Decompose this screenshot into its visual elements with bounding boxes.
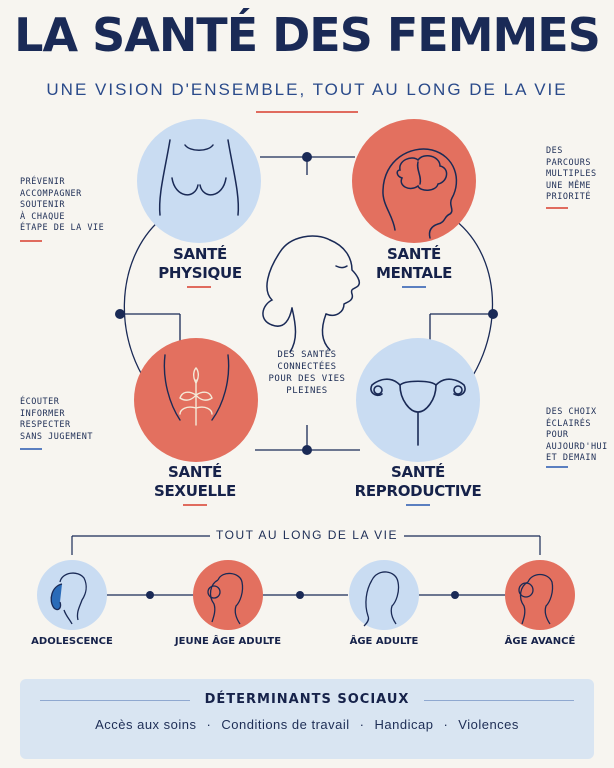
- woman-profile-icon: [262, 235, 361, 353]
- side-note-top-right-rule: [546, 207, 568, 209]
- older-woman-icon: [518, 573, 554, 625]
- adolescent-circle: [37, 560, 107, 630]
- reproductive-health-label-line1: SANTÉ: [391, 463, 445, 481]
- physical-health-circle: [137, 119, 261, 243]
- physical-health-label-line2: PHYSIQUE: [158, 264, 242, 282]
- determinants-rule-right: [424, 700, 574, 701]
- reproductive-health-underline: [406, 504, 430, 506]
- determinant-separator: ·: [359, 717, 365, 732]
- title-divider: [256, 111, 358, 113]
- uterus-icon: [370, 378, 466, 446]
- mental-health-circle: [352, 119, 476, 243]
- stage-label-older-adult: ÂGE AVANCÉ: [504, 636, 576, 647]
- reproductive-health-label: SANTÉ REPRODUCTIVE: [348, 463, 488, 501]
- node-right: [488, 309, 498, 319]
- older-adult-circle: [505, 560, 575, 630]
- head-brain-icon: [382, 148, 458, 239]
- side-note-bottom-right: DES CHOIX ÉCLAIRÉS POUR AUJOURD'HUI ET D…: [546, 407, 608, 463]
- determinant-separator: ·: [443, 717, 449, 732]
- determinant-item: Violences: [458, 717, 519, 732]
- determinant-item: Handicap: [374, 717, 434, 732]
- mental-health-underline: [402, 286, 426, 288]
- physical-health-label-line1: SANTÉ: [173, 245, 227, 263]
- determinants-rule-left: [40, 700, 190, 701]
- stage-label-young-adult: JEUNE ÂGE ADULTE: [174, 636, 282, 647]
- pelvis-plant-icon: [163, 354, 230, 421]
- determinant-item: Conditions de travail: [221, 717, 350, 732]
- center-message: DES SANTÉS CONNECTÉES POUR DES VIES PLEI…: [268, 350, 346, 396]
- stage-label-adult: ÂGE ADULTE: [349, 636, 419, 647]
- young-adult-circle: [193, 560, 263, 630]
- sexual-health-label: SANTÉ SEXUELLE: [135, 463, 255, 501]
- node-bottom: [302, 445, 312, 455]
- mental-health-label-line2: MENTALE: [375, 264, 453, 282]
- side-note-bottom-right-rule: [546, 466, 568, 468]
- life-stages-diagram: [37, 535, 575, 630]
- side-note-bottom-left-rule: [20, 448, 42, 450]
- node-left: [115, 309, 125, 319]
- stage-label-adolescence: ADOLESCENCE: [31, 636, 113, 647]
- adolescent-woman-icon: [50, 572, 87, 625]
- sexual-health-label-line2: SEXUELLE: [153, 482, 236, 500]
- side-note-top-left: PRÉVENIR ACCOMPAGNER SOUTENIR À CHAQUE É…: [20, 177, 105, 233]
- adult-circle: [349, 560, 419, 630]
- determinants-title: DÉTERMINANTS SOCIAUX: [204, 692, 410, 707]
- side-note-top-left-rule: [20, 240, 42, 242]
- determinant-item: Accès aux soins: [95, 717, 197, 732]
- page-title: LA SANTÉ DES FEMMES: [14, 8, 601, 62]
- plant-icon: [179, 367, 213, 426]
- node-top: [302, 152, 312, 162]
- side-note-bottom-left: ÉCOUTER INFORMER RESPECTER SANS JUGEMENT: [20, 397, 94, 442]
- mental-health-label-line1: SANTÉ: [387, 245, 441, 263]
- torso-icon: [158, 139, 240, 216]
- determinant-separator: ·: [206, 717, 212, 732]
- young-woman-icon: [207, 572, 244, 625]
- adult-woman-icon: [363, 571, 400, 627]
- reproductive-health-label-line2: REPRODUCTIVE: [354, 482, 482, 500]
- determinants-list: Accès aux soins · Conditions de travail · Ha…: [0, 717, 614, 732]
- reproductive-health-circle: [356, 338, 480, 462]
- physical-health-underline: [187, 286, 211, 288]
- life-stages-heading: TOUT AU LONG DE LA VIE: [216, 528, 398, 542]
- page-subtitle: UNE VISION D'ENSEMBLE, TOUT AU LONG DE L…: [46, 80, 568, 99]
- mental-health-label: SANTÉ MENTALE: [354, 245, 474, 283]
- sexual-health-label-line1: SANTÉ: [168, 463, 222, 481]
- physical-health-label: SANTÉ PHYSIQUE: [140, 245, 260, 283]
- social-determinants-panel: [20, 679, 594, 759]
- side-note-top-right: DES PARCOURS MULTIPLES UNE MÊME PRIORITÉ: [546, 146, 597, 202]
- health-diagram: [115, 119, 498, 462]
- sexual-health-underline: [183, 504, 207, 506]
